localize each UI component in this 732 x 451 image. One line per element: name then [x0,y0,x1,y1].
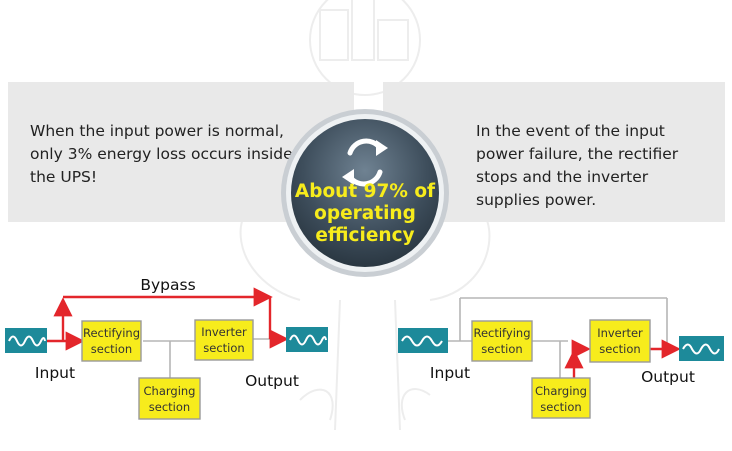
svg-text:Rectifying: Rectifying [473,326,530,340]
ac-input-source-offline [398,328,448,353]
svg-text:section: section [481,342,522,356]
charging-section: Charging section [138,377,201,420]
svg-text:section: section [599,342,640,356]
ac-output [679,336,724,361]
svg-text:section: section [91,342,132,356]
svg-text:Rectifying: Rectifying [83,326,140,340]
power-failure-panel: In the event of the input power failure,… [383,82,725,222]
power-failure-text: In the event of the input power failure,… [476,122,679,209]
normal-operation-diagram: Bypass Input Rectifying section Inverter… [5,276,328,420]
rectifying-section: Rectifying section [471,320,533,362]
svg-text:Charging: Charging [535,384,587,398]
inverter-section: Inverter section [194,319,254,361]
inverter-section: Inverter section [589,319,651,363]
output-label: Output [641,368,695,386]
input-label: Input [35,364,75,382]
input-label: Input [430,364,470,382]
ups-flow-diagrams: Bypass Input Rectifying section Inverter… [5,276,724,420]
output-label: Output [245,372,299,390]
ac-input-source [5,328,47,353]
rectifying-section: Rectifying section [81,320,142,362]
svg-text:Inverter: Inverter [597,326,643,340]
efficiency-text: About 97% of operating efficiency [294,181,436,246]
normal-operation-text: When the input power is normal, only 3% … [30,122,293,186]
svg-text:Charging: Charging [144,384,196,398]
svg-text:section: section [149,400,190,414]
ac-output [286,327,328,352]
svg-text:section: section [203,341,244,355]
svg-text:section: section [540,400,581,414]
power-failure-diagram: Input Rectifying section Inverter sectio… [398,297,724,419]
svg-text:Inverter: Inverter [201,325,247,339]
bypass-label: Bypass [140,276,195,294]
efficiency-badge [281,109,449,277]
charging-section: Charging section [531,377,591,419]
